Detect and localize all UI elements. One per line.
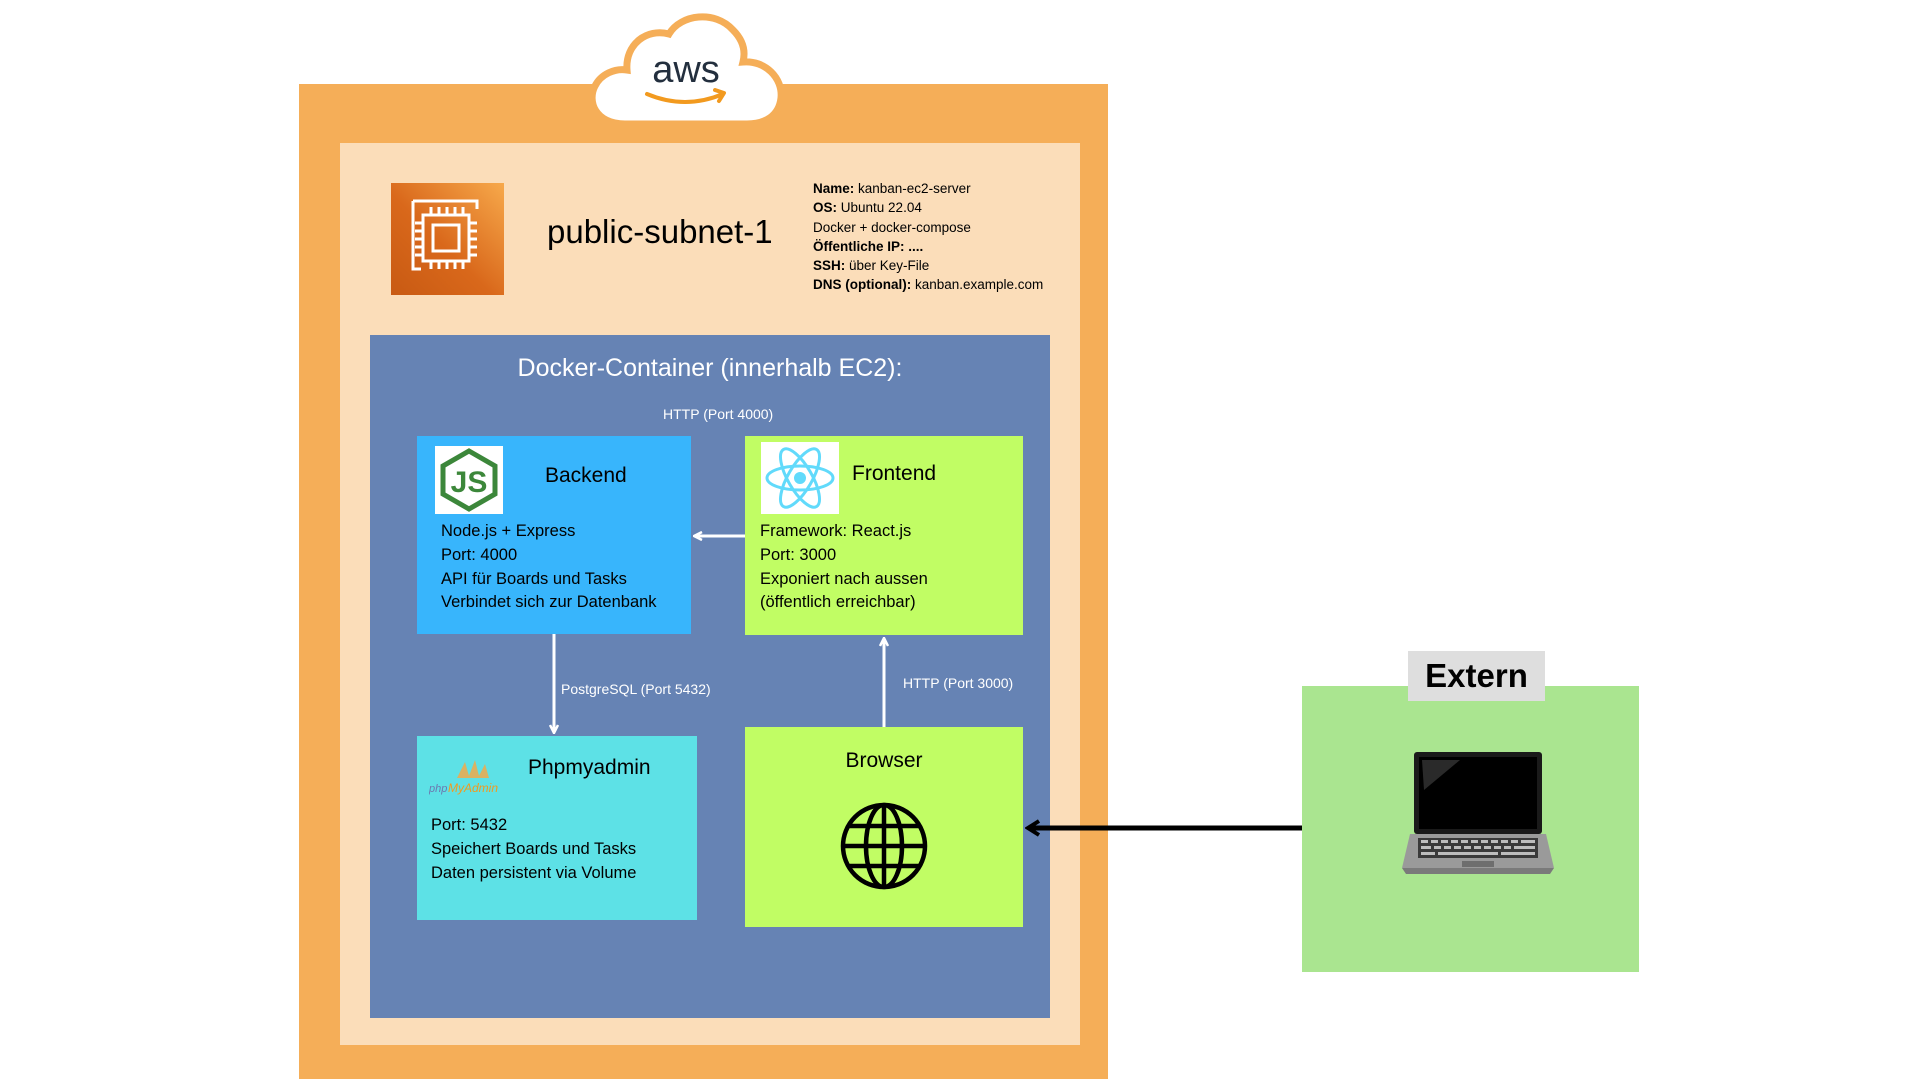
info-ssh: SSH: über Key-File — [813, 258, 930, 274]
browser-title: Browser — [845, 749, 923, 772]
edge-label-http-3000: HTTP (Port 3000) — [903, 675, 1014, 691]
info-dns: DNS (optional): kanban.example.com — [813, 277, 1044, 293]
phpmyadmin-logo: php MyAdmin — [429, 760, 498, 795]
aws-logo-text: aws — [652, 49, 720, 91]
frontend-title: Frontend — [852, 462, 937, 485]
edge-label-postgresql: PostgreSQL (Port 5432) — [561, 681, 711, 697]
frontend-node: Frontend Framework: React.js Port: 3000 … — [745, 436, 1023, 635]
edge-label-http-4000: HTTP (Port 4000) — [663, 406, 774, 422]
backend-title: Backend — [545, 464, 627, 487]
aws-logo: aws — [588, 13, 785, 128]
subnet-title: public-subnet-1 — [547, 213, 773, 250]
info-name: Name: kanban-ec2-server — [813, 181, 971, 196]
react-icon — [761, 442, 839, 514]
info-ip: Öffentliche IP: .... — [813, 238, 924, 254]
backend-details: Node.js + Express Port: 4000 API für Boa… — [441, 522, 657, 612]
ec2-info-panel: Name: kanban-ec2-server OS: Ubuntu 22.04… — [813, 179, 1043, 295]
info-docker: Docker + docker-compose — [813, 219, 971, 235]
frontend-details: Framework: React.js Port: 3000 Exponiert… — [760, 522, 928, 612]
svg-text:JS: JS — [451, 466, 488, 499]
info-os: OS: Ubuntu 22.04 — [813, 200, 922, 216]
nodejs-icon: JS — [435, 446, 503, 514]
docker-title: Docker-Container (innerhalb EC2): — [517, 354, 903, 382]
ec2-chip-icon — [391, 183, 504, 295]
phpmyadmin-title: Phpmyadmin — [528, 756, 651, 779]
globe-icon — [840, 802, 928, 890]
svg-text:MyAdmin: MyAdmin — [448, 781, 498, 795]
laptop-icon — [1402, 752, 1554, 874]
svg-text:php: php — [429, 783, 447, 795]
extern-label: Extern — [1408, 651, 1545, 701]
browser-node: Browser — [745, 727, 1023, 927]
phpmyadmin-node: php MyAdmin Phpmyadmin Port: 5432 Speich… — [417, 736, 697, 920]
phpmyadmin-details: Port: 5432 Speichert Boards und Tasks Da… — [431, 816, 637, 882]
backend-node: JS Backend Node.js + Express Port: 4000 … — [417, 436, 691, 634]
